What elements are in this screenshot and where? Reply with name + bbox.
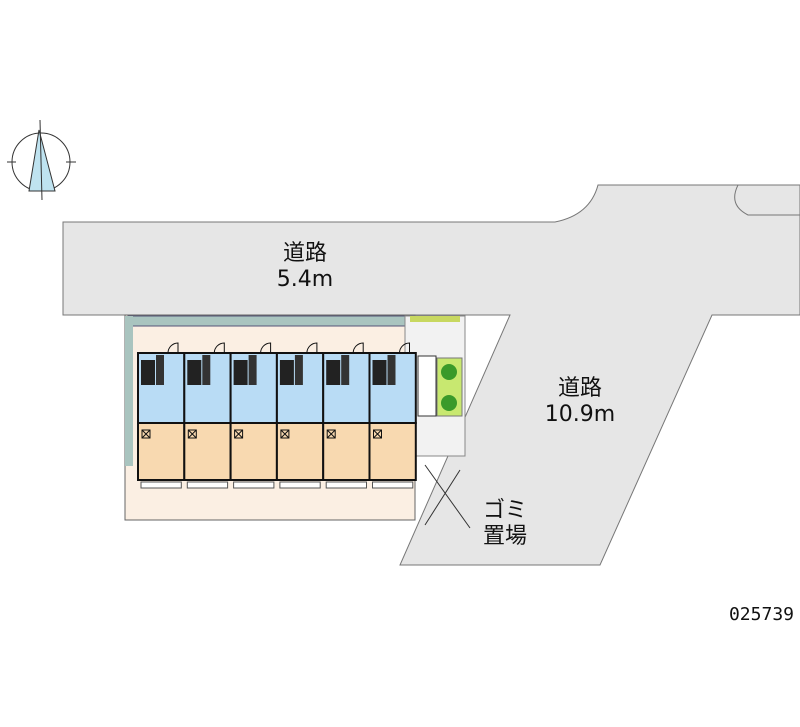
road-east-label: 道路 10.9m xyxy=(530,376,630,428)
tree-icon xyxy=(441,364,457,380)
property-code: 025739 xyxy=(728,604,794,625)
parking-strip xyxy=(127,315,409,327)
unit-room xyxy=(368,422,417,481)
tree-icon xyxy=(441,395,457,411)
stairs xyxy=(417,355,437,417)
road-north-label: 道路 5.4m xyxy=(255,241,355,293)
garbage-label-line2: 置場 xyxy=(482,524,527,549)
unit-room xyxy=(183,422,232,481)
unit-door xyxy=(167,342,179,354)
unit-fixtures xyxy=(387,355,396,385)
unit-closet xyxy=(373,429,382,439)
unit-kitchen xyxy=(372,360,387,385)
unit-door xyxy=(399,342,410,354)
road-corner-curve xyxy=(734,184,800,216)
unit-closet xyxy=(326,429,336,439)
unit-door xyxy=(352,342,364,354)
unit-kitchen xyxy=(187,360,202,385)
unit-balcony xyxy=(325,481,368,489)
unit-room xyxy=(137,422,186,481)
unit-fixtures xyxy=(248,355,257,385)
unit-room xyxy=(229,422,278,481)
road-area xyxy=(62,184,800,566)
road-width: 5.4m xyxy=(276,267,334,292)
unit-door xyxy=(213,342,225,354)
hedge xyxy=(410,316,460,322)
north-arrow-icon xyxy=(7,119,76,201)
unit-balcony xyxy=(186,481,229,489)
unit-room xyxy=(322,422,371,481)
unit-balcony xyxy=(233,481,275,489)
unit-room xyxy=(275,422,325,481)
side-strip xyxy=(125,316,133,466)
garbage-label-line1: ゴミ xyxy=(482,498,527,523)
unit-closet xyxy=(280,429,290,439)
unit-fixtures xyxy=(341,355,350,385)
unit-kitchen xyxy=(233,360,248,385)
unit-door xyxy=(260,342,272,354)
unit-fixtures xyxy=(294,355,303,385)
garbage-area-label: ゴミ 置場 xyxy=(470,498,540,550)
road-name: 道路 xyxy=(557,376,602,401)
unit-balcony xyxy=(140,481,182,489)
unit-closet xyxy=(141,429,151,439)
road-width: 10.9m xyxy=(544,402,616,427)
unit-kitchen xyxy=(279,360,294,385)
unit-kitchen xyxy=(326,360,341,385)
unit-closet xyxy=(234,429,244,439)
unit-balcony xyxy=(372,481,414,489)
unit-door xyxy=(306,342,318,354)
road-name: 道路 xyxy=(282,241,327,266)
unit-closet xyxy=(187,429,197,439)
unit-fixtures xyxy=(202,355,211,385)
unit-fixtures xyxy=(156,355,164,385)
unit-balcony xyxy=(279,481,321,489)
garbage-pointer xyxy=(424,464,471,529)
unit-kitchen xyxy=(141,360,155,385)
